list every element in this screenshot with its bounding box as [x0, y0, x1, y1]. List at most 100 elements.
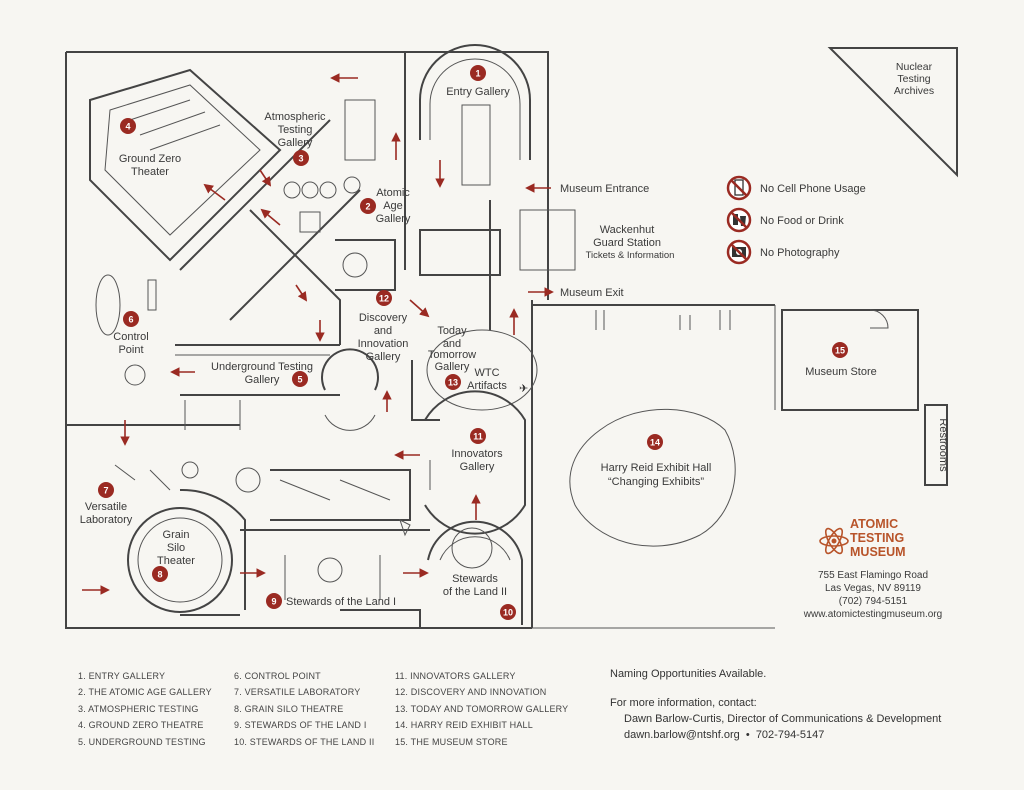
guard-station: Wackenhut Guard Station Tickets & Inform…	[586, 224, 675, 261]
gallery-number: 11	[473, 432, 483, 442]
gallery-label: Theater	[157, 555, 195, 567]
gallery-number: 4	[125, 122, 130, 132]
building-walls	[65, 47, 958, 629]
gallery-label: of the Land II	[443, 586, 507, 598]
gallery-label: Underground Testing	[211, 361, 313, 373]
archives-label: Archives	[894, 85, 934, 97]
gallery-number: 5	[297, 375, 302, 385]
museum-address: 755 East Flamingo Road Las Vegas, NV 891…	[803, 570, 942, 620]
address-line: (702) 794-5151	[839, 596, 908, 607]
gallery-label: Gallery	[376, 213, 411, 225]
gallery-label: Versatile	[85, 501, 127, 513]
gallery-9[interactable]: 9 Stewards of the Land I	[266, 593, 396, 609]
rule-label: No Food or Drink	[760, 215, 844, 227]
guard-station-sub: Tickets & Information	[586, 250, 675, 261]
gallery-number: 2	[365, 202, 370, 212]
gallery-14[interactable]: 14 Harry Reid Exhibit Hall “Changing Exh…	[601, 434, 712, 488]
gallery-12[interactable]: 12 Discovery and Innovation Gallery	[358, 290, 409, 363]
gallery-label: Artifacts	[467, 380, 507, 392]
gallery-number: 14	[650, 438, 660, 448]
address-line: 755 East Flamingo Road	[818, 570, 928, 581]
gallery-number: 13	[448, 378, 458, 388]
today-tomorrow-gallery[interactable]: Today and Tomorrow Gallery	[428, 325, 476, 373]
gallery-label: Stewards	[452, 573, 498, 585]
gallery-label: Ground Zero	[119, 153, 181, 165]
guard-station-label: Guard Station	[593, 237, 661, 249]
website-link[interactable]: www.atomictestingmuseum.org	[803, 609, 942, 620]
gallery-label: Laboratory	[80, 514, 133, 526]
gallery-label: Entry Gallery	[446, 86, 510, 98]
gallery-label: Gallery	[278, 137, 313, 149]
gallery-label: Discovery	[359, 312, 408, 324]
legend-item: 10. STEWARDS OF THE LAND II	[234, 736, 375, 747]
archives-label: Nuclear	[896, 61, 933, 73]
legend-item: 3. ATMOSPHERIC TESTING	[78, 703, 199, 714]
gallery-label: WTC	[474, 367, 499, 379]
gallery-label: Stewards of the Land I	[286, 596, 396, 608]
no-photography-icon	[726, 239, 752, 265]
logo-text: MUSEUM	[850, 545, 906, 559]
gallery-label: Atomic	[376, 187, 410, 199]
gallery-1[interactable]: 1 Entry Gallery	[446, 65, 510, 98]
legend-item: 9. STEWARDS OF THE LAND I	[234, 720, 367, 731]
gallery-7[interactable]: 7 Versatile Laboratory	[80, 482, 133, 526]
gallery-6[interactable]: 6 Control Point	[113, 311, 149, 356]
legend-item: 13. TODAY AND TOMORROW GALLERY	[395, 703, 569, 714]
contact-phone: 702-794-5147	[755, 729, 825, 741]
airplane-icon: ✈	[519, 383, 528, 395]
archives-label: Testing	[897, 73, 930, 85]
gallery-3[interactable]: Atmospheric Testing Gallery 3	[264, 111, 326, 166]
gallery-2[interactable]: 2 Atomic Age Gallery	[360, 187, 411, 225]
gallery-label: Gallery	[366, 351, 401, 363]
legend-item: 4. GROUND ZERO THEATRE	[78, 720, 204, 731]
gallery-11[interactable]: 11 Innovators Gallery	[451, 428, 503, 473]
contact-name: Dawn Barlow-Curtis, Director of Communic…	[624, 713, 942, 725]
atom-icon	[819, 527, 849, 555]
gallery-13[interactable]: 13 WTC Artifacts ✈	[445, 367, 528, 395]
gallery-5[interactable]: Underground Testing Gallery 5	[211, 361, 313, 387]
legend-column: 1. ENTRY GALLERY 2. THE ATOMIC AGE GALLE…	[78, 668, 212, 750]
gallery-number: 15	[835, 346, 845, 356]
gallery-label: Gallery	[245, 374, 280, 386]
gallery-label: Museum Store	[805, 366, 877, 378]
gallery-label: Control	[113, 331, 148, 343]
logo-text: ATOMIC	[850, 517, 898, 531]
gallery-label: Atmospheric	[264, 111, 326, 123]
legend-item: 12. DISCOVERY AND INNOVATION	[395, 687, 547, 698]
gallery-label: Theater	[131, 166, 169, 178]
more-info-label: For more information, contact:	[610, 697, 757, 709]
nuclear-testing-archives: Nuclear Testing Archives	[894, 61, 934, 97]
gallery-label: Tomorrow	[428, 349, 476, 361]
gallery-label: Testing	[278, 124, 313, 136]
gallery-number: 7	[103, 486, 108, 496]
legend-item: 7. VERSATILE LABORATORY	[234, 687, 361, 698]
no-cell-phone-icon	[726, 175, 752, 201]
museum-exit-label: Museum Exit	[560, 287, 624, 299]
gallery-number: 3	[298, 154, 303, 164]
gallery-8[interactable]: Grain Silo Theater 8	[152, 529, 195, 582]
gallery-15[interactable]: 15 Museum Store	[805, 342, 877, 378]
gallery-label: “Changing Exhibits”	[608, 476, 704, 488]
gallery-label: Innovators	[451, 448, 503, 460]
legend-item: 15. THE MUSEUM STORE	[395, 736, 508, 747]
address-line: Las Vegas, NV 89119	[825, 583, 921, 594]
rule-label: No Photography	[760, 247, 840, 259]
gallery-number: 1	[475, 69, 480, 79]
logo-text: TESTING	[850, 531, 904, 545]
museum-entrance-label: Museum Entrance	[560, 183, 649, 195]
gallery-number: 9	[271, 597, 276, 607]
gallery-label: Point	[118, 344, 143, 356]
gallery-label: and	[443, 338, 461, 350]
gallery-label: Harry Reid Exhibit Hall	[601, 462, 712, 474]
gallery-4[interactable]: 4 Ground Zero Theater	[119, 118, 181, 178]
gallery-label: Silo	[167, 542, 185, 554]
legend-item: 2. THE ATOMIC AGE GALLERY	[78, 687, 212, 698]
gallery-label: Gallery	[435, 361, 470, 373]
legend-item: 6. CONTROL POINT	[234, 671, 321, 681]
legend-item: 11. INNOVATORS GALLERY	[395, 671, 516, 681]
gallery-10[interactable]: Stewards of the Land II 10	[443, 573, 516, 620]
contact-email[interactable]: dawn.barlow@ntshf.org	[624, 729, 740, 741]
gallery-label: Innovation	[358, 338, 409, 350]
legend-item: 8. GRAIN SILO THEATRE	[234, 703, 344, 714]
interior-walls	[66, 44, 736, 628]
